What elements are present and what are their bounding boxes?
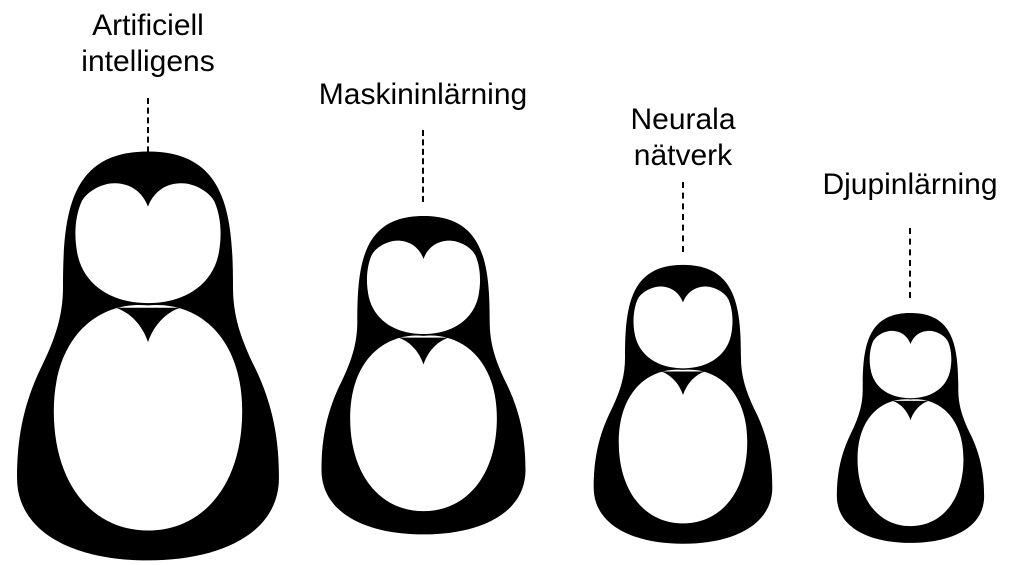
leader-line-nn (682, 182, 684, 252)
doll-label-dl: Djupinlärning (822, 168, 998, 201)
leader-line-ml (422, 130, 424, 202)
leader-line-dl (909, 228, 911, 298)
nesting-doll-nn (593, 264, 773, 544)
nesting-doll-ml (321, 215, 526, 535)
doll-label-ai: Artificiell intelligens (81, 9, 215, 78)
nesting-doll-dl (836, 312, 985, 543)
nesting-doll-ai (17, 151, 279, 561)
leader-line-ai (147, 98, 149, 162)
doll-label-nn: Neurala nätverk (630, 103, 736, 172)
doll-label-ml: Maskininlärning (318, 78, 528, 111)
